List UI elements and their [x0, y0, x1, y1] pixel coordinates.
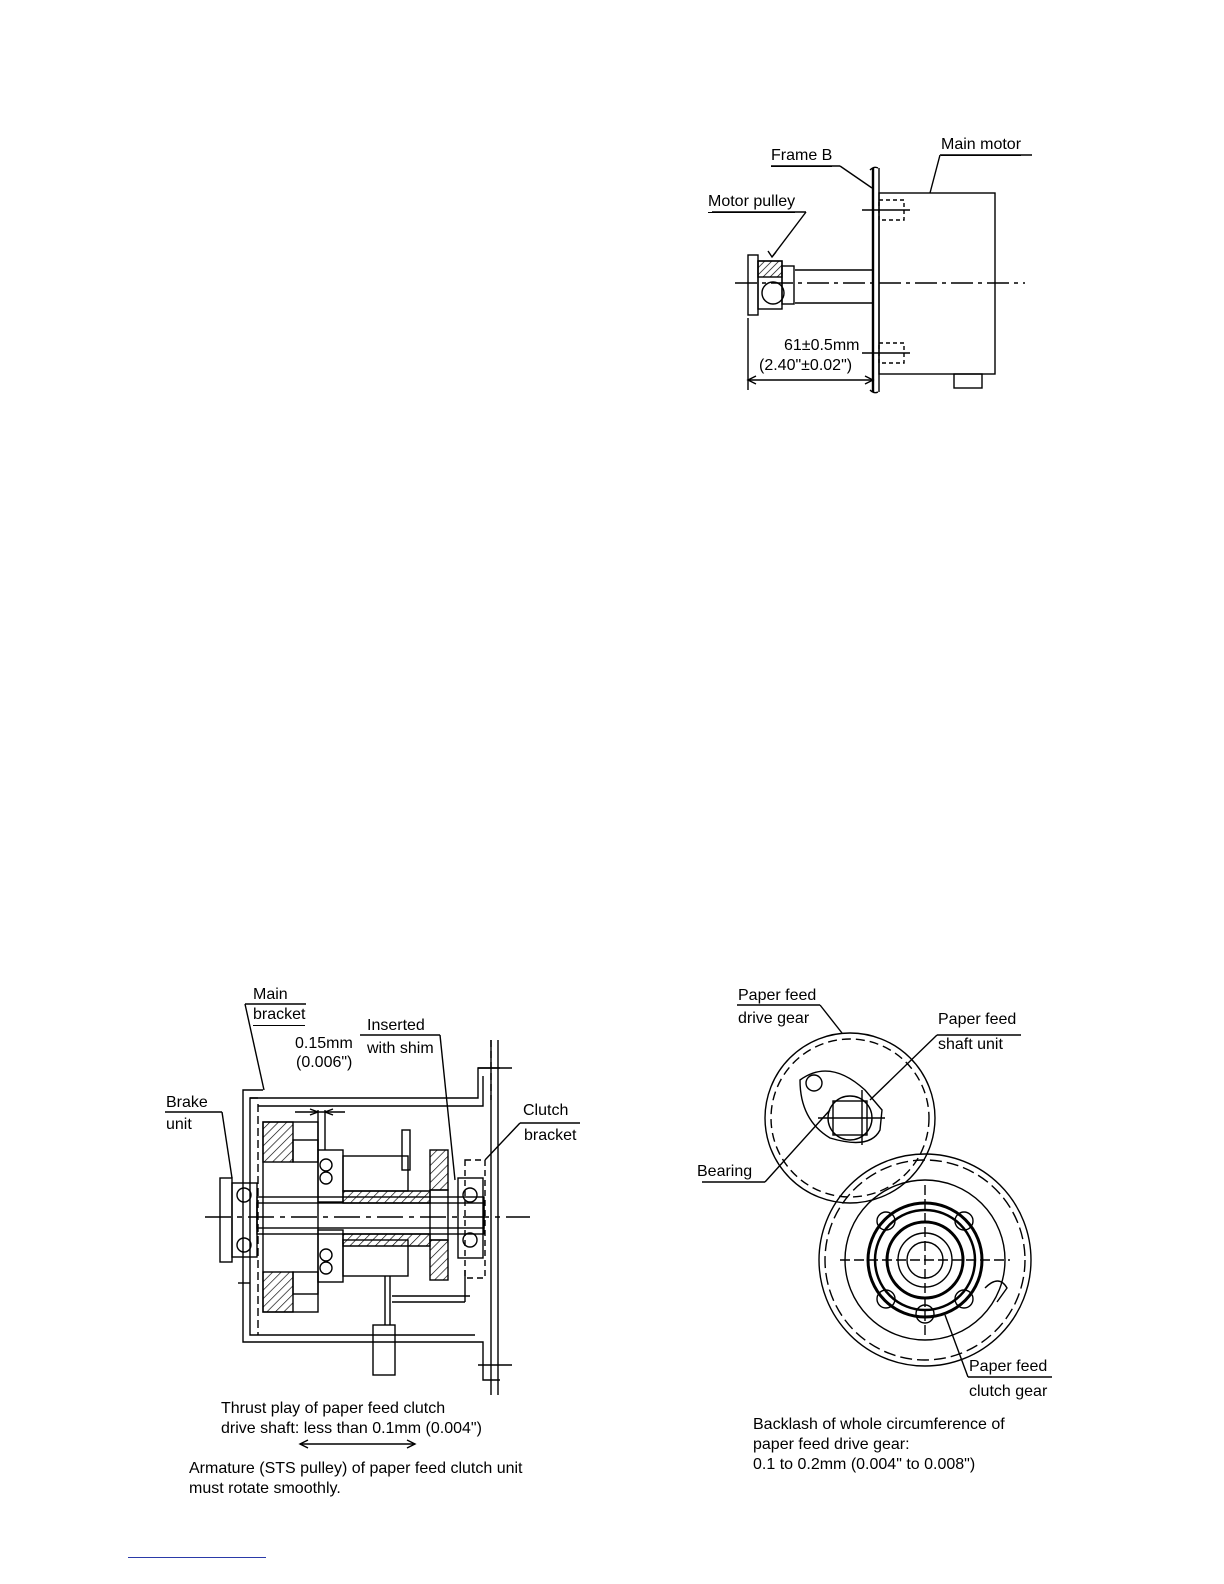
brake-unit-label-2: unit [166, 1116, 192, 1133]
clutch-gear-label-1: Paper feed [969, 1358, 1048, 1375]
frame-b-label: Frame B [771, 146, 833, 167]
backlash-note-2: paper feed drive gear: [753, 1436, 910, 1453]
bearing-label: Bearing [697, 1163, 753, 1180]
dimension-mm-label: 61±0.5mm [784, 337, 860, 354]
backlash-note-1: Backlash of whole circumference of [753, 1416, 1005, 1433]
thrust-play-note-2: drive shaft: less than 0.1mm (0.004") [221, 1420, 482, 1437]
inserted-shim-label-2: with shim [367, 1040, 434, 1057]
dimension-inch-label: (2.40"±0.02") [759, 357, 853, 374]
drive-gear-label-1: Paper feed [738, 987, 817, 1004]
motor-pulley-label: Motor pulley [708, 192, 796, 213]
thrust-play-note-1: Thrust play of paper feed clutch [221, 1400, 446, 1417]
gap-mm-label: 0.15mm [295, 1035, 353, 1052]
clutch-bracket-label-2: bracket [524, 1127, 577, 1144]
armature-note-2: must rotate smoothly. [189, 1480, 341, 1497]
main-motor-label: Main motor [941, 135, 1022, 156]
inserted-shim-label-1: Inserted [367, 1017, 425, 1034]
brake-unit-label-1: Brake [166, 1094, 208, 1111]
shaft-unit-label-2: shaft unit [938, 1036, 1003, 1053]
clutch-gear-label-2: clutch gear [969, 1383, 1048, 1400]
shaft-unit-label-1: Paper feed [938, 1011, 1017, 1028]
footer-rule [128, 1557, 266, 1558]
armature-note-1: Armature (STS pulley) of paper feed clut… [189, 1460, 523, 1477]
main-bracket-label-2: bracket [253, 1005, 306, 1026]
clutch-bracket-label-1: Clutch [523, 1102, 569, 1119]
backlash-note-3: 0.1 to 0.2mm (0.004" to 0.008") [753, 1456, 976, 1473]
gap-inch-label: (0.006") [296, 1054, 353, 1071]
main-bracket-label-1: Main [253, 986, 288, 1003]
drive-gear-label-2: drive gear [738, 1010, 810, 1027]
